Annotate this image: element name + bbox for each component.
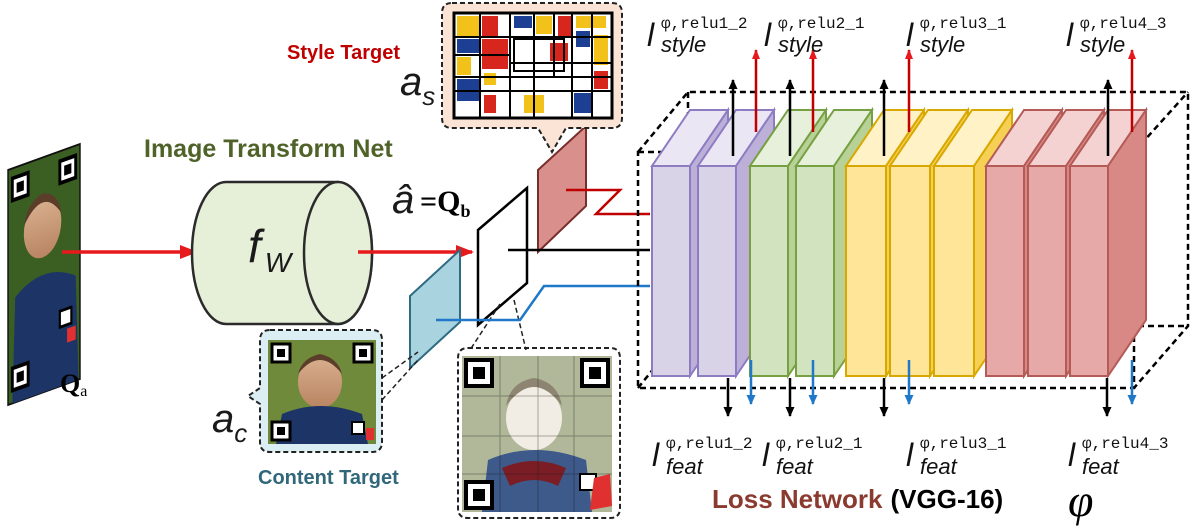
style-loss-relu3-1: l φ,relu3_1 style — [906, 15, 1006, 57]
content-photo — [268, 340, 376, 444]
q-b-label: =Qb — [420, 185, 470, 221]
input-image-qa — [7, 142, 81, 407]
image-transform-net-label: Image Transform Net — [144, 135, 393, 163]
content-target-label: Content Target — [258, 467, 399, 489]
style-loss-relu4-3: l φ,relu4_3 style — [1066, 15, 1166, 57]
a-c-label: ac — [212, 397, 247, 448]
svg-text:l: l — [906, 437, 914, 473]
style-loss-relu2-1: l φ,relu2_1 style — [764, 15, 864, 57]
svg-text:feat: feat — [1082, 454, 1120, 479]
transform-net-cylinder — [190, 180, 374, 326]
svg-text:l: l — [1068, 437, 1076, 473]
style-loss-relu1-2: l φ,relu1_2 style — [647, 15, 747, 57]
svg-text:φ,relu4_3: φ,relu4_3 — [1080, 15, 1166, 33]
phi-symbol: φ — [1068, 475, 1093, 526]
svg-text:l: l — [764, 17, 772, 53]
svg-text:φ,relu2_1: φ,relu2_1 — [776, 435, 862, 453]
svg-text:l: l — [652, 437, 660, 473]
feat-loss-labels: l φ,relu1_2 feat l φ,relu2_1 feat l φ,re… — [652, 435, 1168, 479]
output-image-plane — [476, 185, 529, 328]
content-target-callout — [246, 329, 419, 453]
style-loss-labels: l φ,relu1_2 style l φ,relu2_1 style l φ,… — [647, 15, 1166, 57]
vgg-block-relu4-3 — [1068, 106, 1148, 380]
svg-text:l: l — [906, 17, 914, 53]
output-qr-image — [462, 356, 612, 512]
style-target-label: Style Target — [287, 42, 400, 64]
svg-text:φ,relu3_1: φ,relu3_1 — [920, 435, 1006, 453]
style-target-callout — [441, 2, 623, 154]
feat-loss-relu1-2: l φ,relu1_2 feat — [652, 435, 752, 479]
svg-text:φ,relu1_2: φ,relu1_2 — [661, 15, 747, 33]
svg-text:feat: feat — [920, 454, 958, 479]
svg-text:φ,relu1_2: φ,relu1_2 — [666, 435, 752, 453]
style-connection-line — [566, 188, 650, 216]
feat-loss-relu2-1: l φ,relu2_1 feat — [762, 435, 862, 479]
svg-text:style: style — [920, 32, 965, 57]
vgg-layer-blocks — [650, 106, 1148, 380]
feat-loss-arrows — [723, 360, 1137, 417]
feat-loss-relu4-3: l φ,relu4_3 feat — [1068, 435, 1168, 479]
content-target-plane — [409, 247, 461, 371]
output-qr-callout — [457, 299, 621, 519]
svg-text:style: style — [778, 32, 823, 57]
a-hat-label: â — [392, 178, 414, 222]
svg-text:style: style — [661, 32, 706, 57]
svg-text:φ,relu2_1: φ,relu2_1 — [778, 15, 864, 33]
mondrian-painting — [452, 11, 614, 120]
svg-text:feat: feat — [776, 454, 814, 479]
svg-text:φ,relu3_1: φ,relu3_1 — [920, 15, 1006, 33]
svg-text:l: l — [647, 17, 655, 53]
style-loss-arrows — [728, 49, 1136, 156]
feat-loss-relu3-1: l φ,relu3_1 feat — [906, 435, 1006, 479]
loss-network-label: Loss Network(VGG-16) — [712, 484, 1003, 514]
content-connection-line — [436, 284, 650, 322]
q-a-label: Qa — [60, 369, 87, 400]
svg-text:l: l — [1066, 17, 1074, 53]
svg-text:style: style — [1080, 32, 1125, 57]
svg-text:feat: feat — [666, 454, 704, 479]
style-target-plane — [537, 123, 587, 255]
svg-text:l: l — [762, 437, 770, 473]
svg-text:φ,relu4_3: φ,relu4_3 — [1082, 435, 1168, 453]
a-s-label: as — [400, 60, 435, 111]
